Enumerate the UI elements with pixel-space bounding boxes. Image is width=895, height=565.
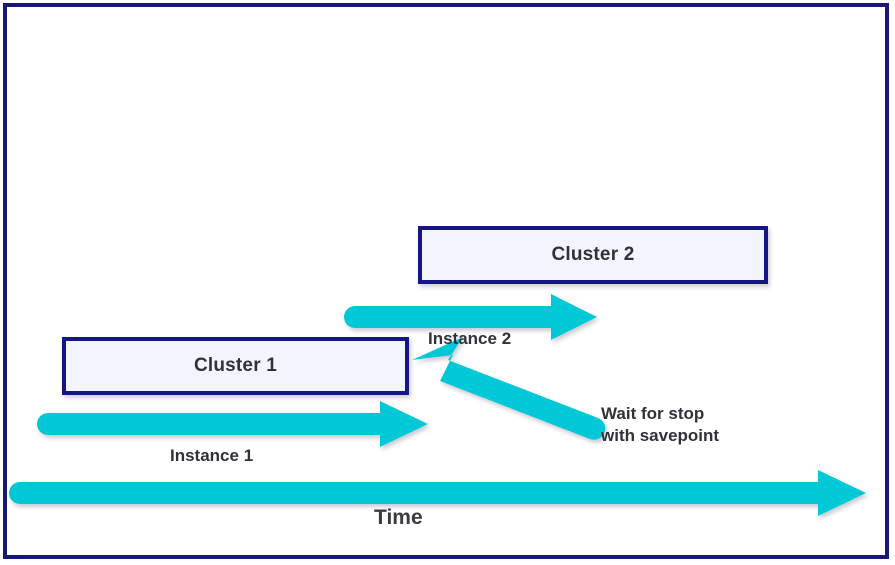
cluster-1-box[interactable]: Cluster 1 — [62, 337, 409, 395]
diagram-outer-frame — [3, 3, 889, 559]
instance-2-arrow — [344, 294, 597, 340]
wait-savepoint-note: Wait for stop with savepoint — [601, 404, 719, 446]
wait-for-savepoint-arrow — [412, 337, 606, 440]
wait-savepoint-note-line-1: Wait for stop — [601, 404, 705, 423]
cluster-2-box[interactable]: Cluster 2 — [418, 226, 768, 284]
time-axis-arrow — [9, 470, 866, 516]
time-axis-label: Time — [374, 506, 423, 529]
instance-1-label: Instance 1 — [170, 446, 254, 465]
cluster-2-label: Cluster 2 — [551, 244, 635, 265]
cluster-1-label: Cluster 1 — [193, 355, 278, 376]
instance-2-label: Instance 2 — [428, 329, 512, 348]
wait-savepoint-note-line-2: with savepoint — [601, 426, 720, 446]
instance-1-arrow — [37, 401, 428, 447]
